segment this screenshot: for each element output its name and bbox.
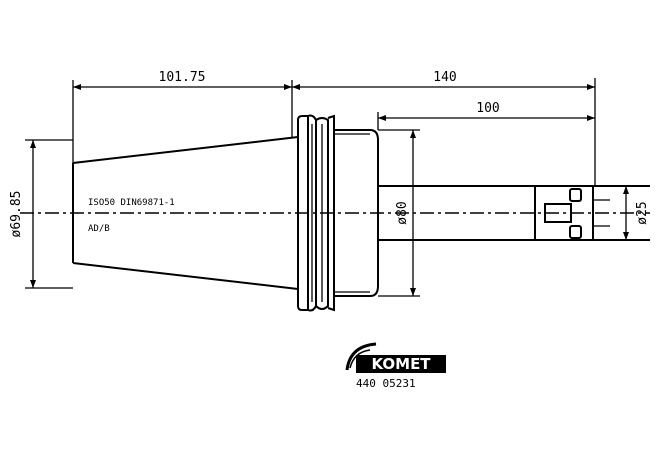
dim-taper-length: 101.75 xyxy=(72,70,293,163)
logo-brand: KOMET xyxy=(371,355,431,373)
clamp-head xyxy=(534,185,650,241)
main-body xyxy=(334,129,535,297)
dim-body-diameter-label: ø80 xyxy=(395,201,410,224)
dim-bore-diameter-label: ø25 xyxy=(635,201,650,224)
dim-overall-length-label: 140 xyxy=(433,70,456,85)
note-standard: ISO50 DIN69871-1 xyxy=(88,198,175,208)
dim-taper-diameter-label: ø69.85 xyxy=(9,191,24,238)
dim-taper-length-label: 101.75 xyxy=(159,70,206,85)
komet-logo: KOMET 440 05231 xyxy=(345,342,446,390)
dim-projection-length-label: 100 xyxy=(476,101,499,116)
dim-overall-length: 140 xyxy=(292,70,596,186)
note-form: AD/B xyxy=(88,224,110,234)
flange xyxy=(297,114,335,312)
dim-body-diameter: ø80 xyxy=(378,129,420,297)
logo-part-number: 440 05231 xyxy=(356,377,416,390)
dim-bore-diameter: ø25 xyxy=(623,186,650,240)
dim-taper-diameter: ø69.85 xyxy=(9,139,73,289)
dim-projection-length: 100 xyxy=(377,101,595,130)
